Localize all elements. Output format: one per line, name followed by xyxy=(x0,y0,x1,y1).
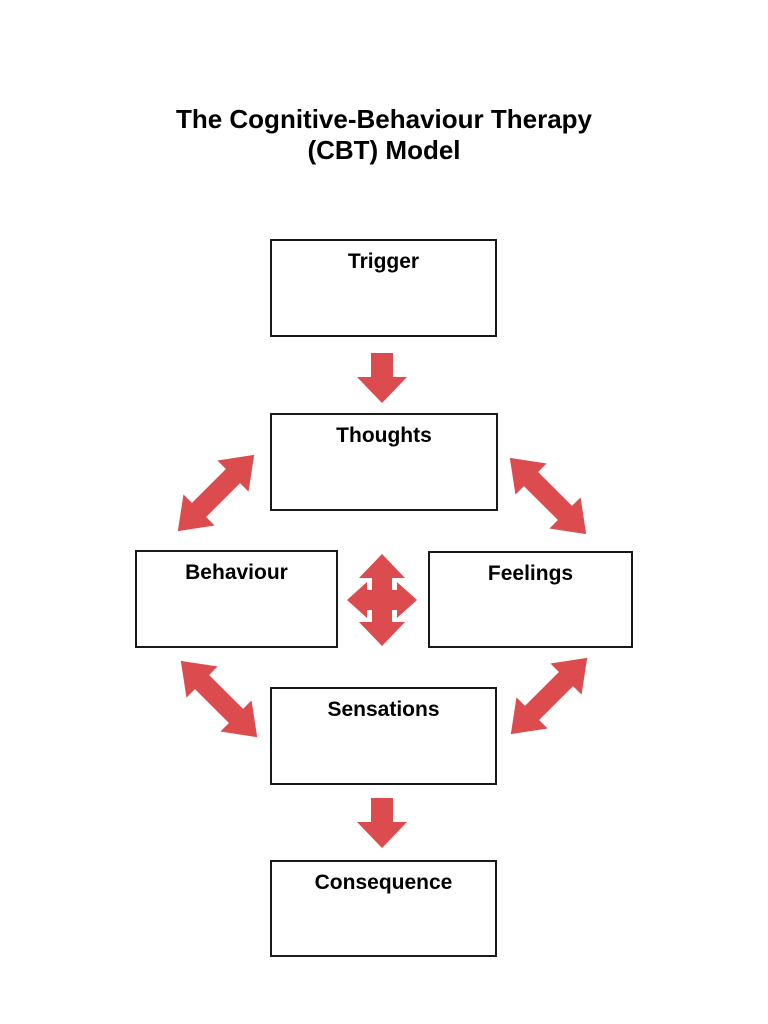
node-consequence-label: Consequence xyxy=(314,871,453,894)
node-trigger: Trigger xyxy=(270,239,497,337)
node-trigger-label: Trigger xyxy=(347,250,420,273)
down-arrow-icon xyxy=(357,798,407,848)
double-diagonal-arrow-icon xyxy=(176,453,256,533)
diagram-title: The Cognitive-Behaviour Therapy (CBT) Mo… xyxy=(0,104,768,166)
node-behaviour: Behaviour xyxy=(135,550,338,648)
node-thoughts-label: Thoughts xyxy=(336,424,432,447)
node-sensations: Sensations xyxy=(270,687,497,785)
double-diagonal-arrow-icon xyxy=(509,656,589,736)
diagram-title-line1: The Cognitive-Behaviour Therapy xyxy=(175,104,593,134)
four-way-arrow-icon xyxy=(347,554,417,646)
node-consequence: Consequence xyxy=(270,860,497,957)
down-arrow-icon xyxy=(357,353,407,403)
node-sensations-label: Sensations xyxy=(327,698,440,721)
diagram-title-line2: (CBT) Model xyxy=(307,135,461,165)
node-feelings: Feelings xyxy=(428,551,633,648)
node-behaviour-label: Behaviour xyxy=(185,561,288,584)
double-diagonal-arrow-icon xyxy=(508,456,588,536)
node-thoughts: Thoughts xyxy=(270,413,498,511)
double-diagonal-arrow-icon xyxy=(179,659,259,739)
node-feelings-label: Feelings xyxy=(487,562,574,585)
